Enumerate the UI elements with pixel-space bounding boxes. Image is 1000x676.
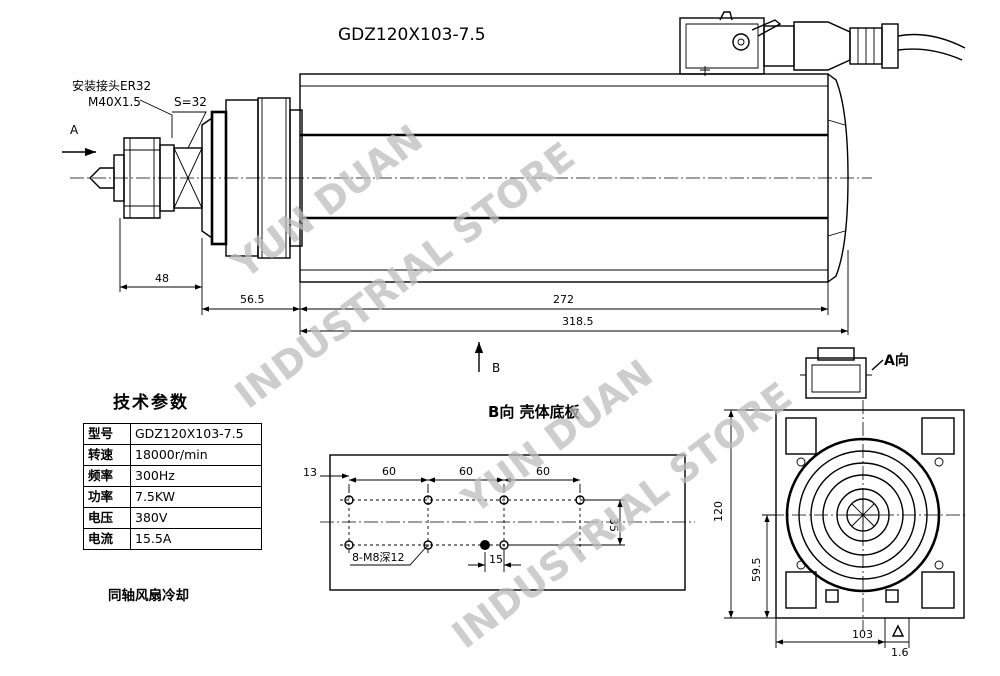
dim-15: 15 (489, 553, 503, 566)
dim-120: 120 (712, 501, 725, 522)
dim-60-b: 60 (459, 465, 473, 478)
spec-key: 型号 (83, 423, 131, 445)
base-plate (329, 454, 686, 591)
spec-key: 转速 (83, 444, 131, 466)
spec-key: 电压 (83, 507, 131, 529)
dim-60-c: 60 (536, 465, 550, 478)
dim-13: 13 (303, 466, 317, 479)
view-a-label: A向 (884, 352, 909, 369)
spec-note: 同轴风扇冷却 (108, 588, 189, 604)
thread-label: M40X1.5 (88, 95, 141, 109)
dim-272: 272 (553, 293, 574, 306)
front-junction-box (805, 357, 867, 399)
power-cable (897, 33, 966, 61)
spec-key: 电流 (83, 528, 131, 550)
dim-60-a: 60 (382, 465, 396, 478)
watermark: YUN DUAN INDUSTRIAL STORE YUN DUAN INDUS… (223, 116, 800, 657)
dim-1-6: 1.6 (891, 646, 909, 659)
arrow-a-label: A (70, 123, 79, 137)
dim-318-5: 318.5 (562, 315, 594, 328)
dim-48: 48 (155, 272, 169, 285)
dim-103: 103 (852, 628, 873, 641)
cable-gland (793, 21, 851, 71)
spec-value: GDZ120X103-7.5 (130, 423, 262, 445)
fan-cover (827, 73, 849, 283)
collet-nut (123, 137, 161, 219)
front-housing (775, 409, 965, 619)
base-plate-view: B向 壳体底板 13 60 60 60 35 15 8-M8深12 (303, 403, 695, 591)
spec-title: 技术参数 (113, 393, 189, 413)
side-view: 安装接头ER32 M40X1.5 S=32 A 48 56.5 272 318.… (62, 11, 966, 335)
dim-56-5: 56.5 (240, 293, 265, 306)
view-b-label: B向 壳体底板 (488, 403, 581, 421)
dim-59-5: 59.5 (750, 558, 763, 583)
model-title: GDZ120X103-7.5 (338, 25, 486, 45)
spec-value: 380V (130, 507, 262, 529)
spec-value: 18000r/min (130, 444, 262, 466)
front-view: A向 120 59.5 103 (712, 347, 968, 659)
watermark-line2-a: INDUSTRIAL STORE (227, 134, 583, 418)
holes-callout: 8-M8深12 (352, 551, 404, 564)
spec-value: 300Hz (130, 465, 262, 487)
junction-box (679, 17, 765, 75)
spec-value: 15.5A (130, 528, 262, 550)
motor-body (299, 73, 829, 283)
spec-key: 频率 (83, 465, 131, 487)
spec-key: 功率 (83, 486, 131, 508)
arrow-b-label: B (492, 361, 500, 375)
spec-value: 7.5KW (130, 486, 262, 508)
wrench-label: S=32 (174, 95, 207, 109)
dim-35: 35 (607, 518, 620, 532)
collet-label: 安装接头ER32 (72, 78, 151, 93)
